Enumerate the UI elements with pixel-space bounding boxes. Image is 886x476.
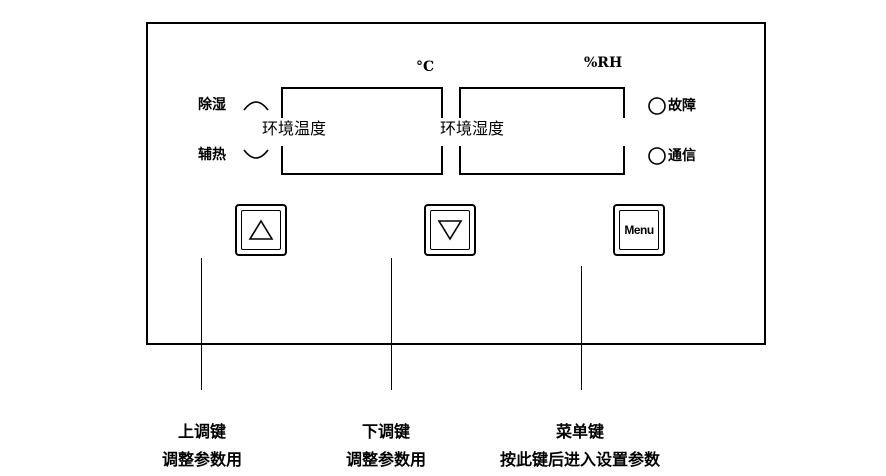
humidity-display: 环境湿度 (440, 84, 628, 178)
control-panel: °C %RH 环境温度 环境湿度 除湿 辅热 故障 通信 (146, 22, 766, 345)
temperature-display: 环境温度 (262, 84, 446, 178)
fault-indicator-label: 故障 (668, 98, 696, 114)
heat-indicator-label: 辅热 (198, 147, 226, 163)
down-key-face (430, 210, 470, 250)
temperature-display-frame (281, 87, 443, 175)
humidity-display-frame (459, 87, 625, 175)
fault-indicator-lamp (648, 97, 666, 115)
menu-key-button[interactable]: Menu (613, 204, 665, 256)
up-key-button[interactable] (235, 204, 287, 256)
comm-indicator-lamp (648, 147, 666, 165)
up-key-caption-title: 上调键 (177, 422, 226, 441)
down-key-caption-title: 下调键 (361, 422, 410, 441)
up-key-leader-line (201, 258, 202, 390)
up-key-face (241, 210, 281, 250)
humidity-unit-label: %RH (584, 55, 623, 71)
triangle-down-icon (437, 220, 463, 241)
down-key-button[interactable] (424, 204, 476, 256)
menu-key-label: Menu (624, 223, 654, 237)
dehumidify-indicator-lamp (243, 101, 269, 111)
menu-key-face: Menu (619, 210, 659, 250)
comm-indicator-label: 通信 (668, 148, 696, 164)
menu-key-caption-title: 菜单键 (555, 422, 604, 441)
down-key-caption-desc: 调整参数用 (345, 450, 426, 469)
temperature-unit-label: °C (416, 59, 435, 75)
temperature-display-label: 环境温度 (262, 119, 327, 138)
triangle-up-icon (248, 219, 274, 240)
heat-indicator-lamp (243, 149, 269, 159)
down-key-leader-line (391, 258, 392, 390)
humidity-display-label: 环境湿度 (440, 119, 505, 138)
menu-key-leader-line (581, 266, 582, 390)
up-key-caption-desc: 调整参数用 (161, 450, 242, 469)
menu-key-caption-desc: 按此键后进入设置参数 (499, 450, 660, 469)
dehumidify-indicator-label: 除湿 (198, 97, 226, 113)
